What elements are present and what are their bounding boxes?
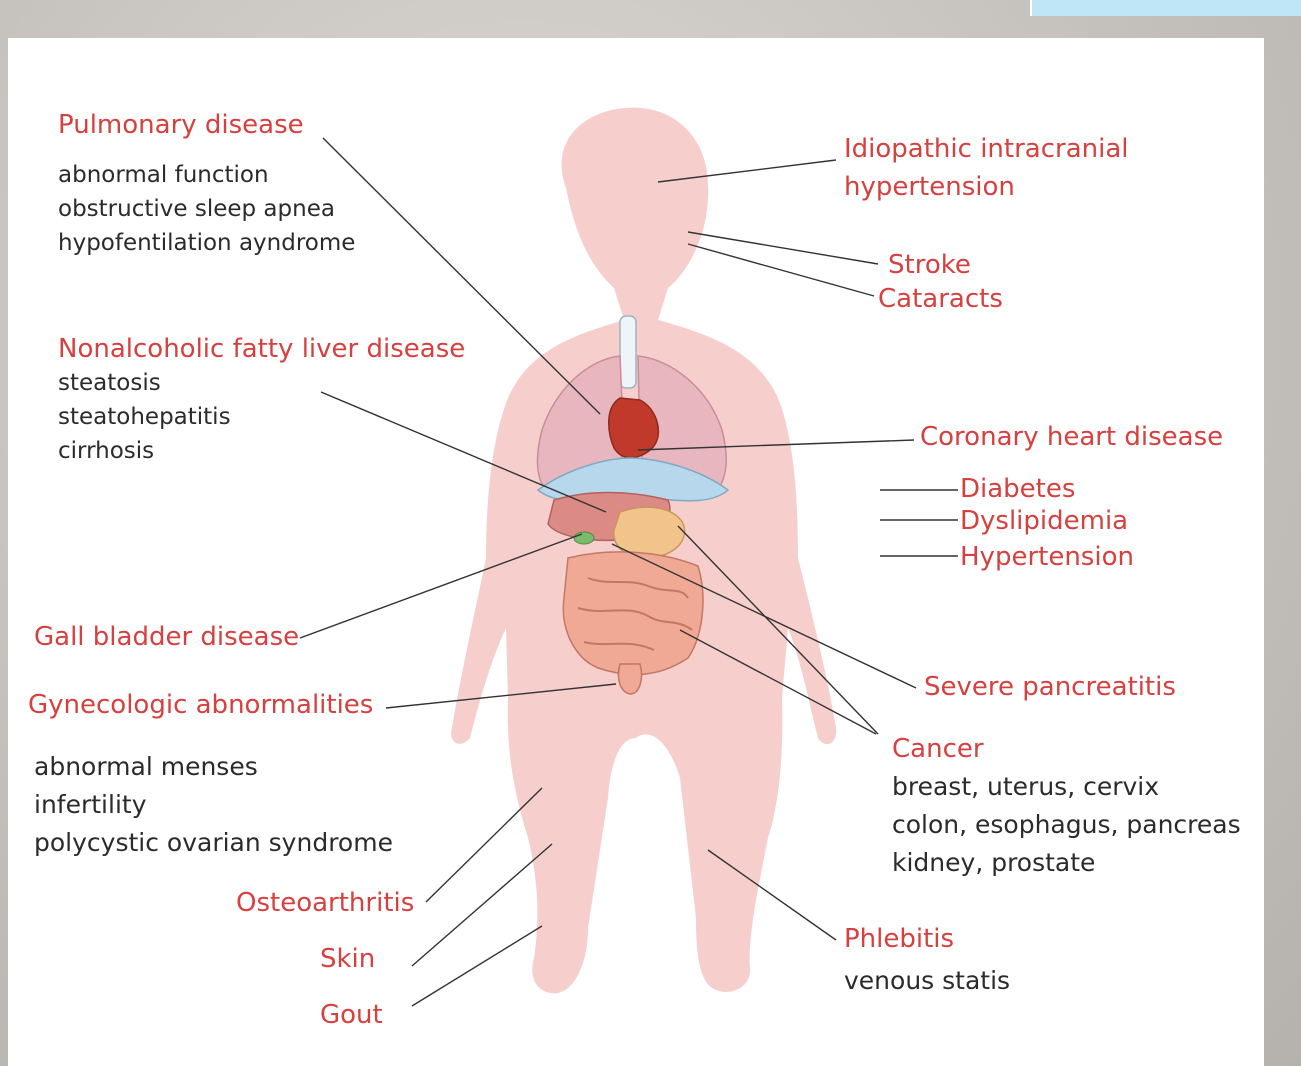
label-hypertension: Hypertension <box>960 544 1134 570</box>
label-dyslipidemia: Dyslipidemia <box>960 508 1128 534</box>
trachea <box>620 316 636 388</box>
label-iih-line2: hypertension <box>844 174 1015 200</box>
label-osteoarthritis: Osteoarthritis <box>236 890 414 916</box>
label-nafld-title: Nonalcoholic fatty liver disease <box>58 336 465 362</box>
intestines <box>563 552 703 675</box>
cancer-item: kidney, prostate <box>892 850 1241 888</box>
leader-skin <box>412 844 552 966</box>
gynecologic-item: polycystic ovarian syndrome <box>34 830 393 868</box>
label-stroke: Stroke <box>888 252 971 278</box>
leader-pulmonary <box>323 138 600 414</box>
gynecologic-item: abnormal menses <box>34 754 393 792</box>
leader-stroke <box>688 232 878 264</box>
nafld-item: steatosis <box>58 366 231 400</box>
label-phlebitis-title: Phlebitis <box>844 926 954 952</box>
label-iih-line1: Idiopathic intracranial <box>844 136 1129 162</box>
pulmonary-item: abnormal function <box>58 158 355 192</box>
label-chd: Coronary heart disease <box>920 424 1223 450</box>
label-diabetes: Diabetes <box>960 476 1075 502</box>
cancer-item: breast, uterus, cervix <box>892 774 1241 812</box>
cancer-item: colon, esophagus, pancreas <box>892 812 1241 850</box>
pulmonary-item: obstructive sleep apnea <box>58 192 355 226</box>
label-gout: Gout <box>320 1002 383 1028</box>
label-gynecologic-title: Gynecologic abnormalities <box>28 692 373 718</box>
label-cataracts: Cataracts <box>878 286 1003 312</box>
label-cancer-items: breast, uterus, cervix colon, esophagus,… <box>892 774 1241 888</box>
rectum <box>618 664 641 694</box>
label-pulmonary-items: abnormal function obstructive sleep apne… <box>58 158 355 260</box>
leader-cataracts <box>688 244 874 296</box>
gynecologic-item: infertility <box>34 792 393 830</box>
pulmonary-item: hypofentilation ayndrome <box>58 226 355 260</box>
label-nafld-items: steatosis steatohepatitis cirrhosis <box>58 366 231 468</box>
label-gallbladder: Gall bladder disease <box>34 624 299 650</box>
label-pancreatitis: Severe pancreatitis <box>924 674 1176 700</box>
leader-gout <box>412 926 542 1006</box>
leader-osteoarthritis <box>426 788 542 902</box>
nafld-item: cirrhosis <box>58 434 231 468</box>
label-cancer-title: Cancer <box>892 736 984 762</box>
label-phlebitis-item: venous statis <box>844 968 1010 993</box>
label-skin: Skin <box>320 946 375 972</box>
diagram-card: Pulmonary disease abnormal function obst… <box>8 38 1264 1066</box>
label-pulmonary-title: Pulmonary disease <box>58 112 304 138</box>
gall-bladder <box>574 532 594 544</box>
nafld-item: steatohepatitis <box>58 400 231 434</box>
label-gynecologic-items: abnormal menses infertility polycystic o… <box>34 754 393 868</box>
top-right-strip <box>1030 0 1301 16</box>
